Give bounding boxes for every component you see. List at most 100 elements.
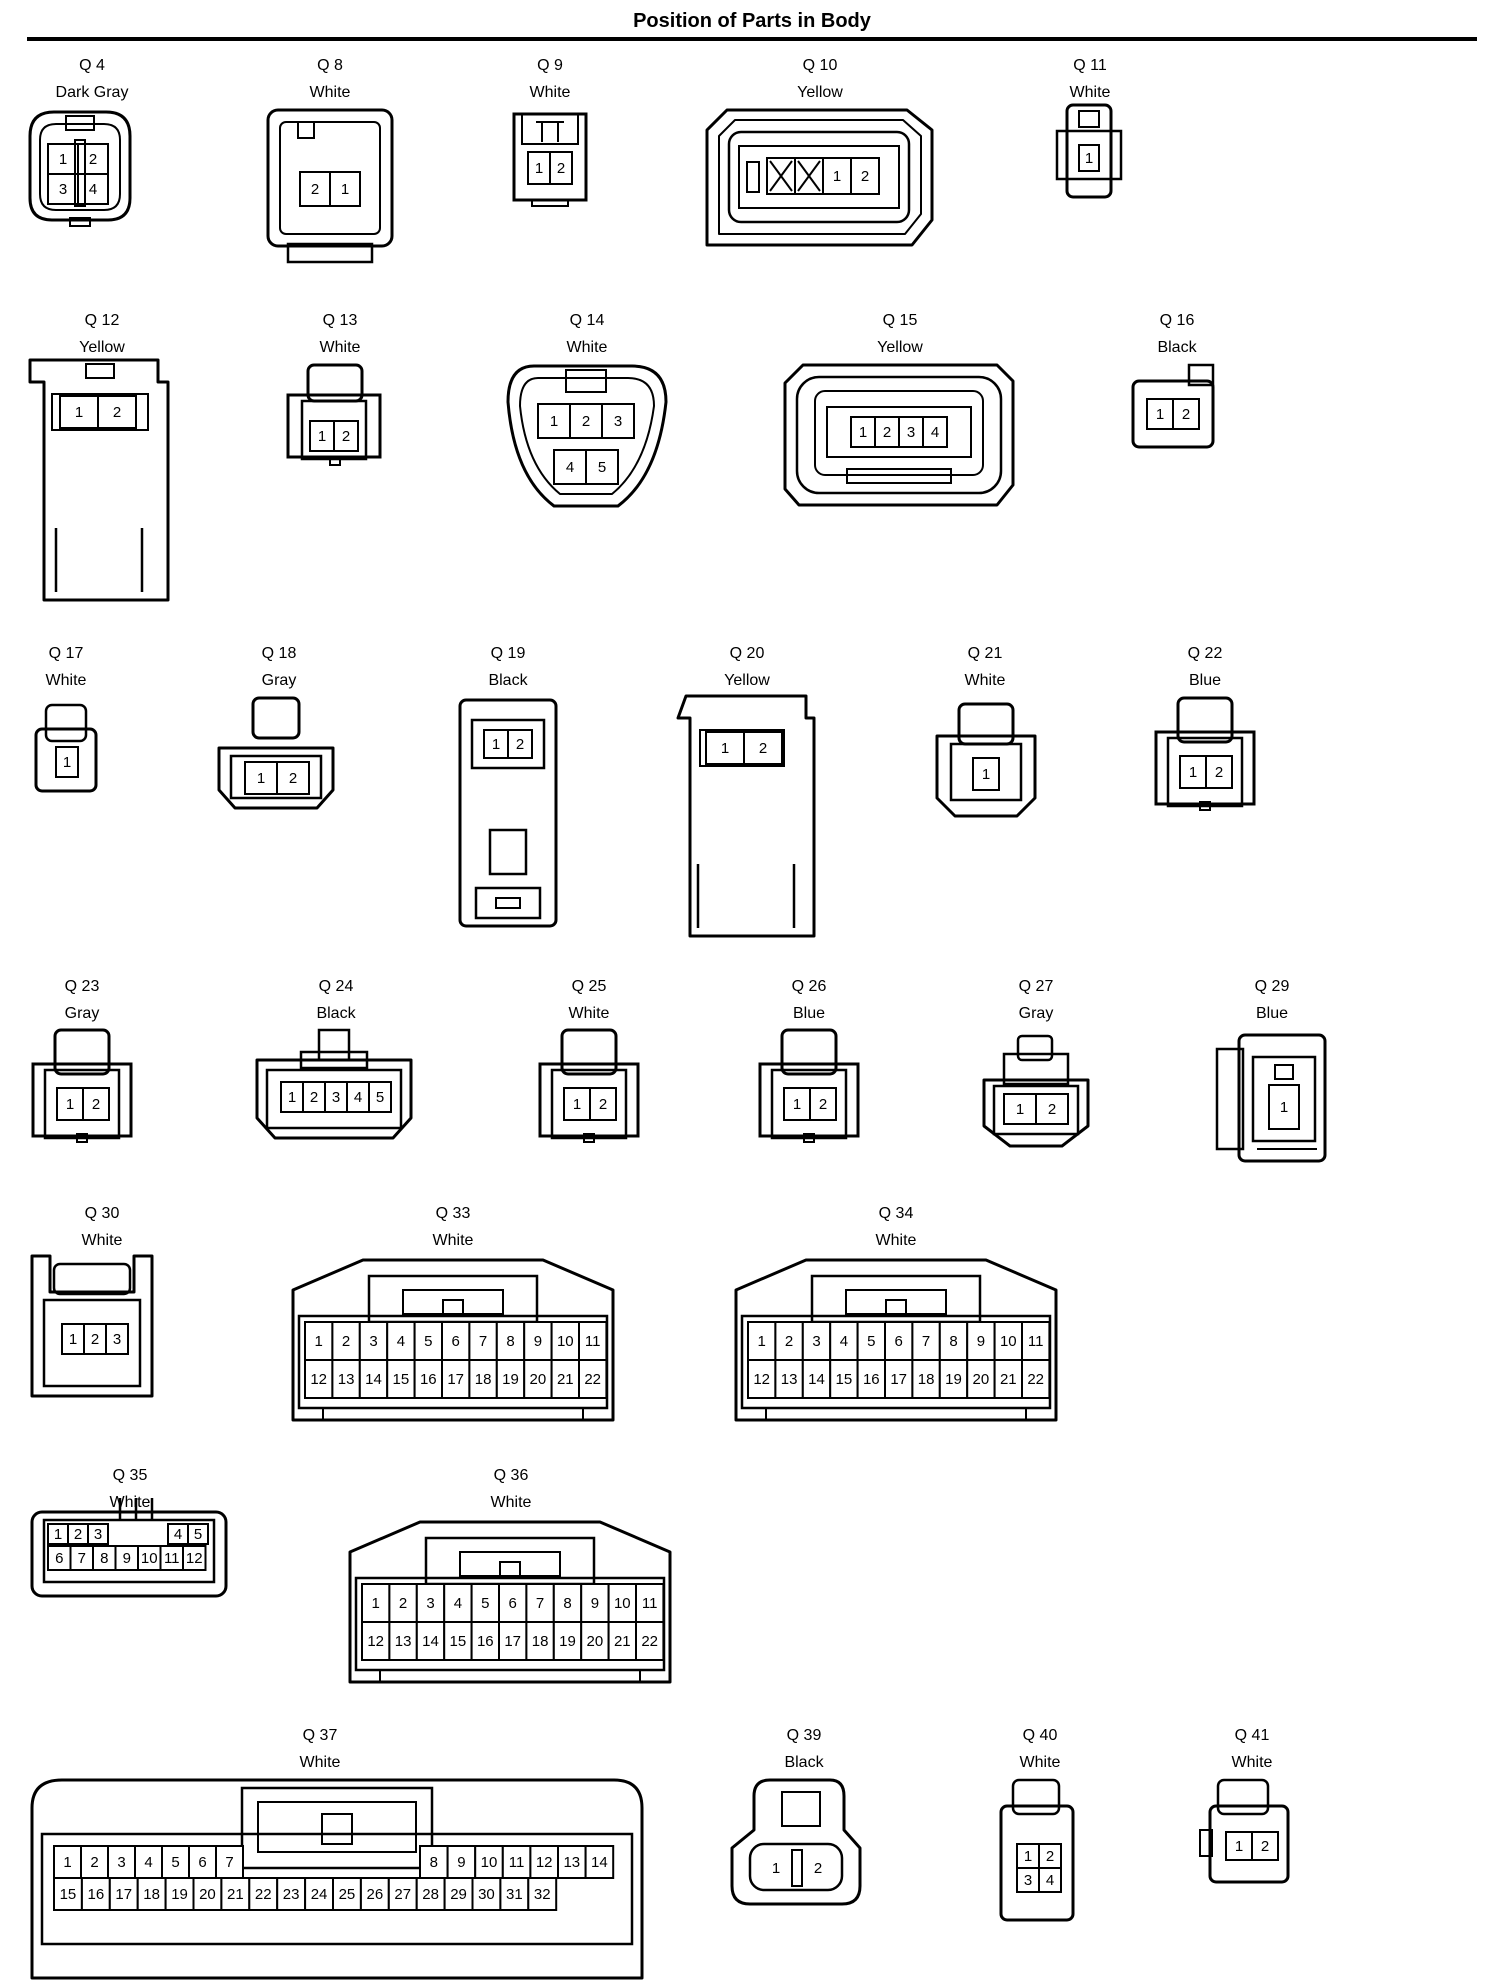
connector-color: Black — [316, 1005, 356, 1022]
pin-cell — [809, 1087, 837, 1121]
pin-cell — [77, 173, 109, 205]
pin-number: 31 — [506, 1886, 523, 1903]
pin-number: 18 — [143, 1886, 160, 1903]
connector-id: Q 30 — [85, 1205, 120, 1222]
connector-color: White — [1070, 84, 1111, 101]
pin-cell — [1035, 1093, 1069, 1125]
pin-number: 20 — [199, 1886, 216, 1903]
pin-cell — [108, 1877, 139, 1911]
pin-number: 27 — [394, 1886, 411, 1903]
pin-number: 16 — [88, 1886, 105, 1903]
pin-cell — [361, 1621, 391, 1661]
pin-number: 1 — [982, 766, 990, 783]
pin-cell — [359, 1877, 390, 1911]
pin-number: 9 — [123, 1550, 131, 1567]
pin-number: 16 — [420, 1371, 437, 1388]
connector-id: Q 13 — [323, 312, 358, 329]
pin-cell — [105, 1323, 129, 1355]
pin-number: 1 — [1085, 150, 1093, 167]
pin-cell — [388, 1583, 418, 1623]
pin-number: 13 — [781, 1371, 798, 1388]
pin-number: 9 — [977, 1333, 985, 1350]
pin-cell — [578, 1359, 608, 1399]
pin-number: 1 — [66, 1096, 74, 1113]
pin-number: 12 — [536, 1854, 553, 1871]
pin-number: 10 — [481, 1854, 498, 1871]
pin-cell — [499, 1877, 530, 1911]
pin-number: 5 — [481, 1595, 489, 1612]
pin-number: 2 — [113, 404, 121, 421]
pin-number: 6 — [198, 1854, 206, 1871]
connector-color: White — [300, 1754, 341, 1771]
pin-number: 6 — [895, 1333, 903, 1350]
pin-number: 2 — [91, 1331, 99, 1348]
pin-number: 1 — [341, 181, 349, 198]
pin-cell — [97, 395, 137, 429]
pin-number: 17 — [115, 1886, 132, 1903]
connector-id: Q 19 — [491, 645, 526, 662]
pin-cell — [441, 1321, 471, 1361]
pin-number: 4 — [931, 424, 939, 441]
pin-number: 4 — [144, 1854, 152, 1871]
connector-color: White — [530, 84, 571, 101]
pin-number: 24 — [311, 1886, 328, 1903]
connector-color: White — [1232, 1754, 1273, 1771]
pin-cell — [1251, 1831, 1279, 1861]
pin-cell — [1021, 1359, 1051, 1399]
pin-number: 18 — [918, 1371, 935, 1388]
pin-number: 19 — [945, 1371, 962, 1388]
pin-number: 1 — [550, 413, 558, 430]
pin-number: 14 — [365, 1371, 382, 1388]
connector-color: White — [46, 672, 87, 689]
pin-number: 5 — [376, 1089, 384, 1106]
pin-number: 19 — [559, 1633, 576, 1650]
pin-cell — [635, 1621, 665, 1661]
pin-number: 7 — [479, 1333, 487, 1350]
connector-id: Q 21 — [968, 645, 1003, 662]
connector-id: Q 37 — [303, 1727, 338, 1744]
pin-cell — [1146, 398, 1174, 430]
pin-number: 18 — [532, 1633, 549, 1650]
pin-cell — [911, 1359, 941, 1399]
pin-number: 16 — [863, 1371, 880, 1388]
connector-id: Q 4 — [79, 57, 105, 74]
connector-id: Q 39 — [787, 1727, 822, 1744]
pin-number: 3 — [614, 413, 622, 430]
connector-color: Black — [784, 1754, 824, 1771]
pin-number: 11 — [642, 1595, 658, 1612]
connector-body: 1 — [34, 703, 98, 793]
connector-color: Yellow — [724, 672, 770, 689]
connector-id: Q 29 — [1255, 978, 1290, 995]
pin-number: 18 — [475, 1371, 492, 1388]
pin-cell — [136, 1877, 167, 1911]
pin-number: 2 — [599, 1096, 607, 1113]
pin-number: 20 — [973, 1371, 990, 1388]
pin-number: 28 — [422, 1886, 439, 1903]
pin-cell — [386, 1359, 416, 1399]
pin-cell — [580, 1621, 610, 1661]
pin-cell — [358, 1321, 389, 1361]
pin-cell — [470, 1583, 501, 1623]
pin-number: 5 — [194, 1526, 202, 1543]
pin-number: 4 — [1046, 1872, 1054, 1889]
pin-number: 11 — [585, 1333, 601, 1350]
pin-cell — [1268, 1084, 1300, 1130]
